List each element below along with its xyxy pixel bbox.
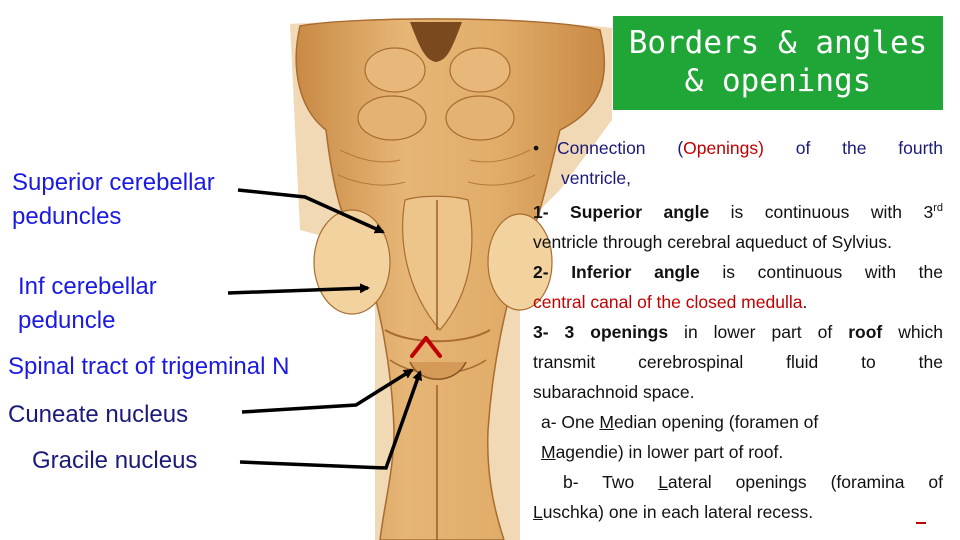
label-gracile-nucleus: Gracile nucleus [32,447,198,474]
tissue-lines-right [467,149,536,186]
sub-a-line: a- One Median opening (foramen of [541,411,819,432]
arrow-icon [239,370,423,470]
label-superior-cerebellar-peduncles: Superior cerebellar peduncles [12,169,215,230]
superior-colliculus-right [449,47,511,93]
label-cuneate-nucleus: Cuneate nucleus [8,401,189,428]
bullet-icon: • [533,138,540,158]
obex-curve [409,361,467,380]
sub-a-line-2: Magendie) in lower part of roof. [541,441,784,462]
connection-line-2: ventricle, [561,168,632,188]
label-inf-cerebellar-peduncle: Inf cerebellar peduncle [18,273,157,334]
title-box: Borders & angles & openings [613,16,943,110]
title-line-2: & openings [684,63,872,99]
sub-b-line-2: Luschka) one in each lateral recess. [533,501,814,522]
item-2-line: 2- Inferior angle is continuous with the [533,261,943,282]
arrow-icon [241,368,414,414]
cerebellar-peduncle-cut-right [487,213,553,311]
inferior-colliculus-left [357,95,427,141]
arrow-icon [227,283,370,295]
label-spinal-tract-trigeminal: Spinal tract of trigeminal N [8,353,290,380]
item-1-line-2: ventricle through cerebral aqueduct of S… [533,231,892,252]
inferior-colliculus-right [445,95,515,141]
sub-b-line: b- Two Lateral openings (foramina of [563,471,943,492]
top-notch [410,22,462,62]
cerebellar-peduncle-cut [313,209,391,315]
item-2-line-2: central canal of the closed medulla. [533,291,808,312]
item-3-line-3: subarachnoid space. [533,381,695,402]
arrow-icon [237,188,385,234]
superior-colliculus-left [364,47,426,93]
red-underscore-mark [916,522,926,524]
caret-up-icon [410,336,442,358]
body-text: •Connection (Openings) of the fourth ven… [533,133,943,527]
item-1-line: 1- Superior angle is continuous with 3rd [533,201,943,222]
title-line-1: Borders & angles [628,25,928,61]
tissue-lines-left [337,149,406,186]
connection-line: •Connection (Openings) of the fourth [533,133,943,163]
item-3-line: 3- 3 openings in lower part of roof whic… [533,321,944,342]
item-3-line-2: transmit cerebrospinal fluid to the [533,351,943,372]
medulla-band [384,329,491,343]
